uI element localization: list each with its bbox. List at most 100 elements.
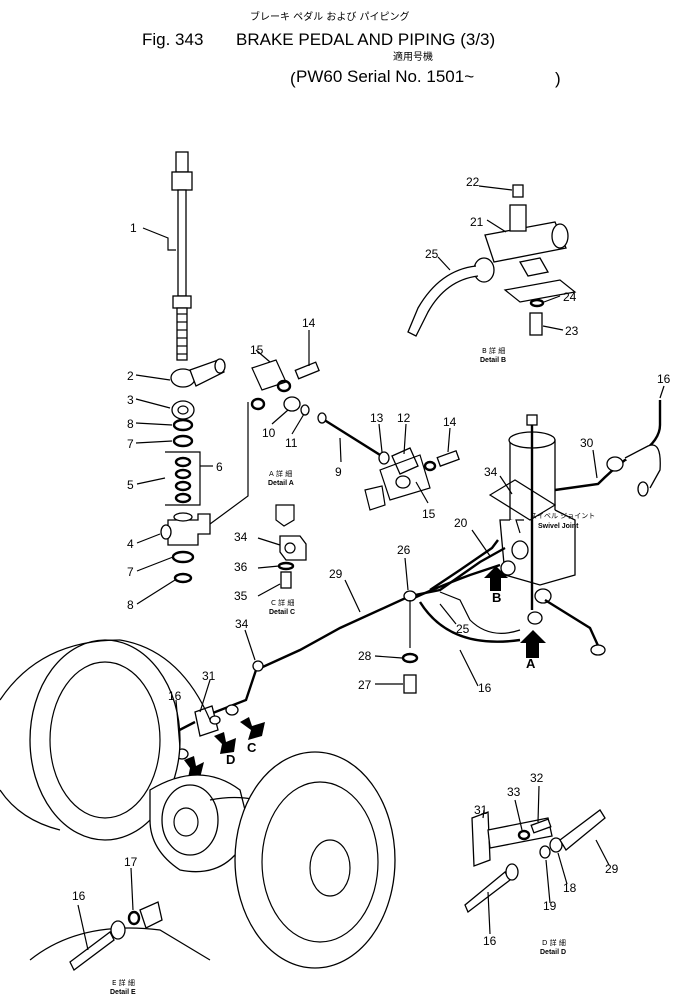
part-label-7: 7: [127, 437, 134, 451]
part-label-15: 15: [250, 343, 264, 357]
pipe-29: [199, 546, 506, 720]
part-label-19: 19: [543, 899, 557, 913]
part-label-14b: 14: [443, 415, 457, 429]
rod-end-10: [283, 396, 301, 412]
brake-pedal-valve-assembly: [160, 151, 249, 584]
washer-8: [172, 418, 194, 432]
fitting-22: [512, 184, 524, 198]
part-label-30: 30: [580, 436, 594, 450]
detail-d: D 詳 細 Detail D: [464, 809, 606, 956]
part-label-34c: 34: [235, 617, 249, 631]
part-label-16e: 16: [72, 889, 86, 903]
bracket-15: [251, 359, 287, 391]
wheel-right: [234, 751, 396, 969]
rod-top-knob: [175, 151, 189, 173]
rod-collar: [172, 295, 192, 309]
part-label-17: 17: [124, 855, 138, 869]
part-label-25: 25: [425, 247, 439, 261]
part-label-6: 6: [216, 460, 223, 474]
detail-a-label: Detail A: [268, 480, 294, 487]
page-title: BRAKE PEDAL AND PIPING (3/3): [236, 30, 495, 49]
part-label-26: 26: [397, 543, 411, 557]
fig-number: Fig. 343: [142, 30, 203, 49]
arrow-c-label: C: [247, 740, 257, 755]
washer-17: [127, 910, 141, 926]
main-piping: C D E: [145, 539, 521, 793]
serial-jp: 適用号機: [393, 50, 433, 63]
part-label-16b: 16: [478, 681, 492, 695]
part-label-23: 23: [565, 324, 579, 338]
paren-left: (: [290, 69, 296, 88]
part-label-29: 29: [329, 567, 343, 581]
part-label-12: 12: [397, 411, 411, 425]
title-jp: ブレーキ ペダル および パイピング: [250, 10, 410, 23]
part-label-2: 2: [127, 369, 134, 383]
detail-e-label: Detail E: [110, 989, 136, 996]
bolt-23: [529, 312, 543, 336]
part-label-36: 36: [234, 560, 248, 574]
bracket-31d: [471, 811, 491, 867]
clamp-26: [403, 590, 417, 602]
part-label-9: 9: [335, 465, 342, 479]
bolt-27: [403, 674, 417, 694]
part-label-21: 21: [470, 215, 484, 229]
clip-graphic: [275, 504, 295, 527]
nut-11: [300, 404, 310, 416]
part-label-14: 14: [302, 316, 316, 330]
bolt-32: [530, 818, 552, 834]
detail-e-label-jp: E 詳 細: [112, 978, 135, 987]
part-label-16d: 16: [483, 934, 497, 948]
washer-33: [517, 829, 531, 841]
detail-c-label-jp: C 詳 細: [271, 598, 294, 607]
bracket-31: [194, 705, 219, 737]
rod-shaft: [177, 189, 187, 297]
detail-c-label: Detail C: [269, 609, 295, 616]
part-label-10: 10: [262, 426, 276, 440]
part-label-24: 24: [563, 290, 577, 304]
clamp-34: [279, 535, 307, 561]
part-label-3: 3: [127, 393, 134, 407]
rod-top-cap: [171, 171, 193, 191]
clamp-34c: [252, 660, 264, 672]
leader-lines: [77, 185, 665, 951]
part-label-8b: 8: [127, 598, 134, 612]
arrow-a: [520, 630, 546, 658]
part-label-5: 5: [127, 478, 134, 492]
bolt-14: [294, 361, 320, 380]
part-label-27: 27: [358, 678, 372, 692]
washer-8b: [173, 572, 193, 584]
rod-threaded: [176, 307, 188, 361]
elbow-fitting: [139, 901, 163, 929]
washer-24: [529, 298, 545, 308]
part-label-31: 31: [202, 669, 216, 683]
part-label-1: 1: [130, 221, 137, 235]
detail-c: C 詳 細 Detail C: [269, 504, 307, 616]
bolt-14b: [436, 449, 460, 467]
part-label-16: 16: [657, 372, 671, 386]
detail-d-label-jp: D 詳 細: [542, 938, 566, 947]
part-label-28: 28: [358, 649, 372, 663]
arrow-a-label: A: [526, 656, 536, 671]
part-number-labels: 1 2 3 8 7 6 5 4 7 8 15 14 10 11 9 13 12 …: [72, 175, 671, 948]
part-label-35: 35: [234, 589, 248, 603]
part-label-32: 32: [530, 771, 544, 785]
arrow-b: [484, 566, 508, 591]
bolt-35: [280, 571, 292, 589]
part-label-7b: 7: [127, 565, 134, 579]
part-label-34: 34: [484, 465, 498, 479]
part-label-22: 22: [466, 175, 480, 189]
part-label-18: 18: [563, 881, 577, 895]
part-label-34b: 34: [234, 530, 248, 544]
detail-b-label: Detail B: [480, 357, 506, 364]
part-label-31b: 31: [474, 803, 488, 817]
washer-7b: [171, 550, 195, 564]
hose-16-main: [418, 601, 521, 643]
part-label-29b: 29: [605, 862, 619, 876]
arrow-b-label: B: [492, 590, 501, 605]
nut: [171, 400, 195, 420]
arrow-d-label: D: [226, 752, 235, 767]
detail-e: E 詳 細 Detail E: [69, 901, 163, 996]
arrow-d: [214, 732, 236, 754]
detail-a-label-jp: A 詳 細: [269, 469, 292, 478]
